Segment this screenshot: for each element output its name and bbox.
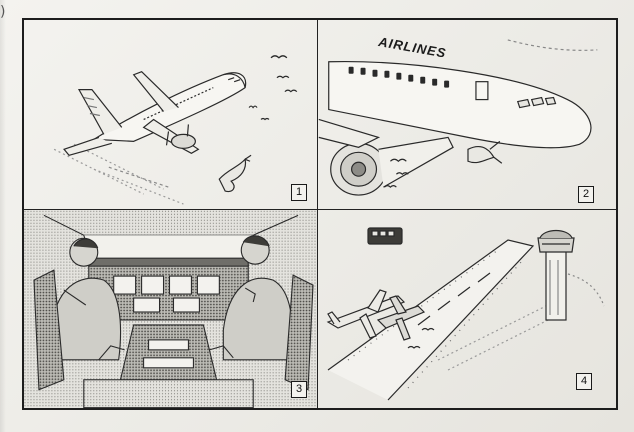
panel-1: 1 (24, 20, 318, 210)
page-edge-shadow (0, 0, 6, 432)
airport-runway-illustration (326, 227, 605, 401)
panel-number-2: 2 (578, 186, 594, 203)
picture-grid-frame (22, 18, 618, 410)
panel-number-4: 4 (576, 373, 592, 390)
airplane-takeoff-illustration (53, 55, 298, 205)
panel-2: AIRLINES 2 (318, 20, 616, 210)
engine-bird-illustration (318, 39, 598, 196)
panel-4: 4 (318, 210, 616, 408)
panel-3: 3 (24, 210, 318, 408)
corner-mark: ) (0, 4, 6, 20)
cockpit-pilots-illustration (24, 210, 317, 408)
panel-number-3: 3 (291, 381, 307, 398)
panel-number-1: 1 (291, 184, 307, 201)
